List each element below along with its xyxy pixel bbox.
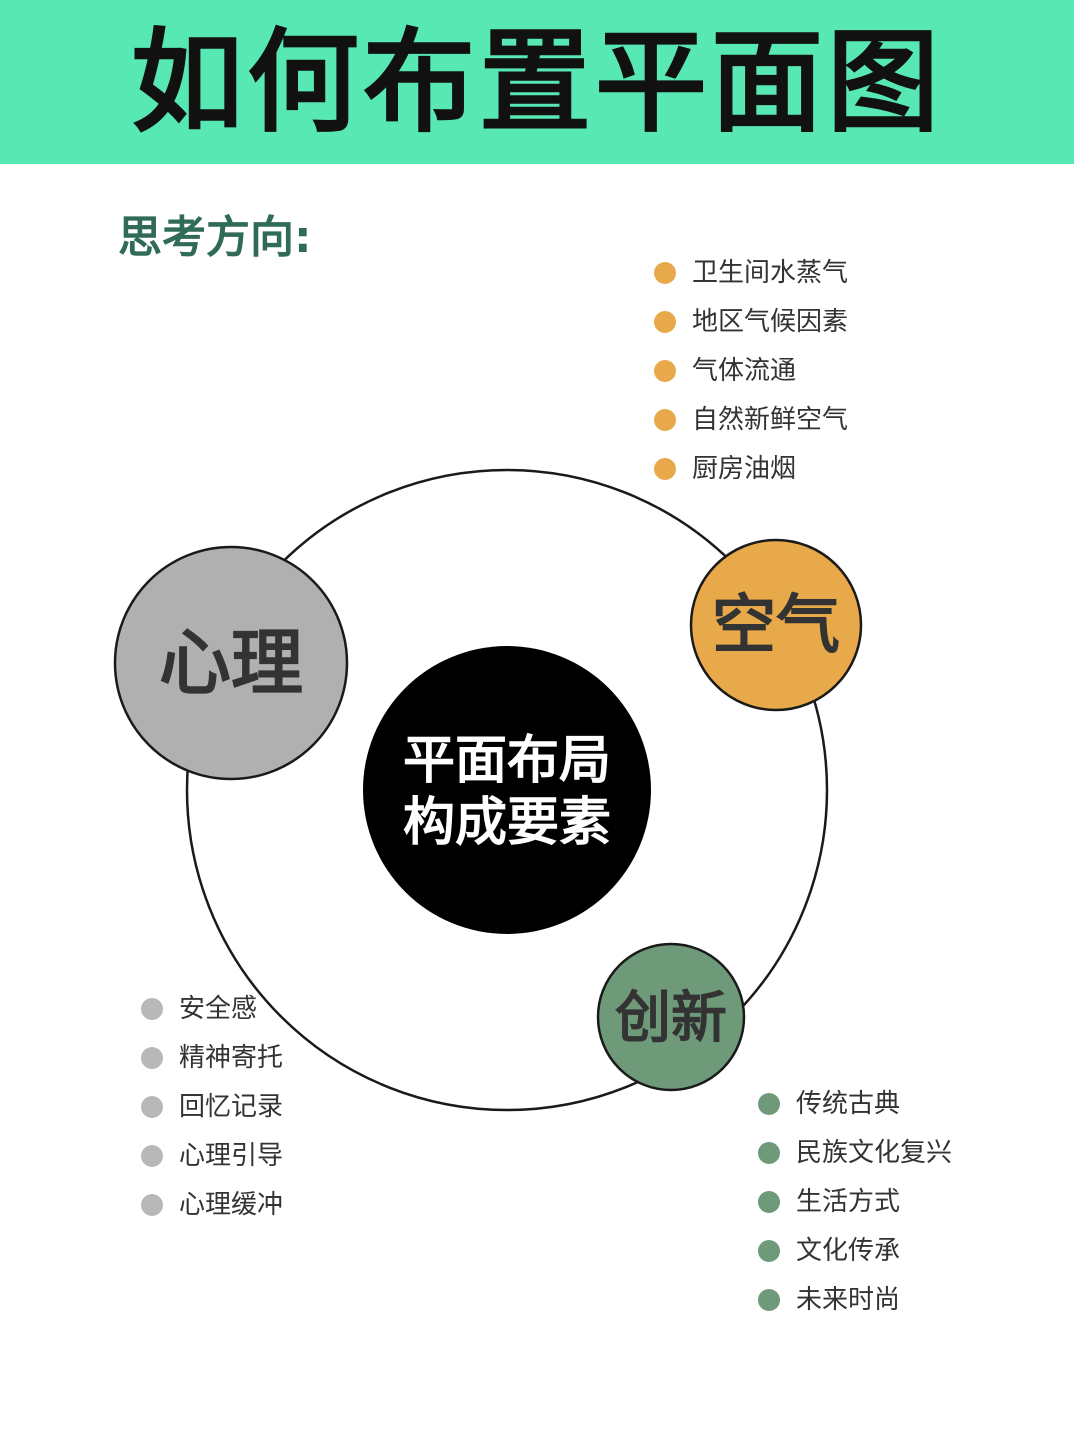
list-item: 厨房油烟 [654, 445, 848, 494]
list-item: 文化传承 [758, 1227, 952, 1276]
list-item: 民族文化复兴 [758, 1129, 952, 1178]
psychology-circle [113, 545, 349, 781]
center-label: 平面布局 构成要素 [380, 730, 634, 854]
air-list: 卫生间水蒸气 地区气候因素 气体流通 自然新鲜空气 厨房油烟 [654, 249, 848, 494]
bullet-dot [758, 1240, 780, 1262]
list-item: 气体流通 [654, 347, 848, 396]
bullet-dot [654, 458, 676, 480]
bullet-dot [758, 1191, 780, 1213]
list-item: 心理缓冲 [141, 1181, 283, 1230]
list-item: 生活方式 [758, 1178, 952, 1227]
psychology-label: 心理 [158, 621, 303, 705]
list-item: 地区气候因素 [654, 298, 848, 347]
bullet-dot [654, 311, 676, 333]
center-label-line2: 构成要素 [402, 793, 611, 853]
list-item: 自然新鲜空气 [654, 396, 848, 445]
psychology-list: 安全感 精神寄托 回忆记录 心理引导 心理缓冲 [141, 985, 283, 1230]
bullet-dot [141, 1194, 163, 1216]
center-label-line1: 平面布局 [402, 731, 611, 791]
list-item: 卫生间水蒸气 [654, 249, 848, 298]
list-item: 精神寄托 [141, 1034, 283, 1083]
bullet-dot [654, 262, 676, 284]
bullet-dot [758, 1142, 780, 1164]
bullet-dot [141, 1145, 163, 1167]
innovation-list: 传统古典 民族文化复兴 生活方式 文化传承 未来时尚 [758, 1080, 952, 1325]
innovation-label: 创新 [615, 986, 727, 1051]
bullet-dot [654, 409, 676, 431]
bullet-dot [758, 1289, 780, 1311]
bullet-dot [141, 1096, 163, 1118]
bullet-dot [141, 998, 163, 1020]
list-item: 传统古典 [758, 1080, 952, 1129]
list-item: 未来时尚 [758, 1276, 952, 1325]
orbit-ring [185, 468, 829, 1112]
list-item: 心理引导 [141, 1132, 283, 1181]
page-title: 如何布置平面图 [131, 18, 943, 148]
list-item: 安全感 [141, 985, 283, 1034]
air-label: 空气 [712, 589, 840, 663]
bullet-dot [654, 360, 676, 382]
innovation-circle [596, 942, 746, 1092]
center-circle [363, 646, 651, 934]
air-circle [689, 538, 863, 712]
header-banner [0, 0, 1074, 164]
bullet-dot [758, 1093, 780, 1115]
subtitle: 思考方向: [118, 212, 312, 263]
list-item: 回忆记录 [141, 1083, 283, 1132]
bullet-dot [141, 1047, 163, 1069]
